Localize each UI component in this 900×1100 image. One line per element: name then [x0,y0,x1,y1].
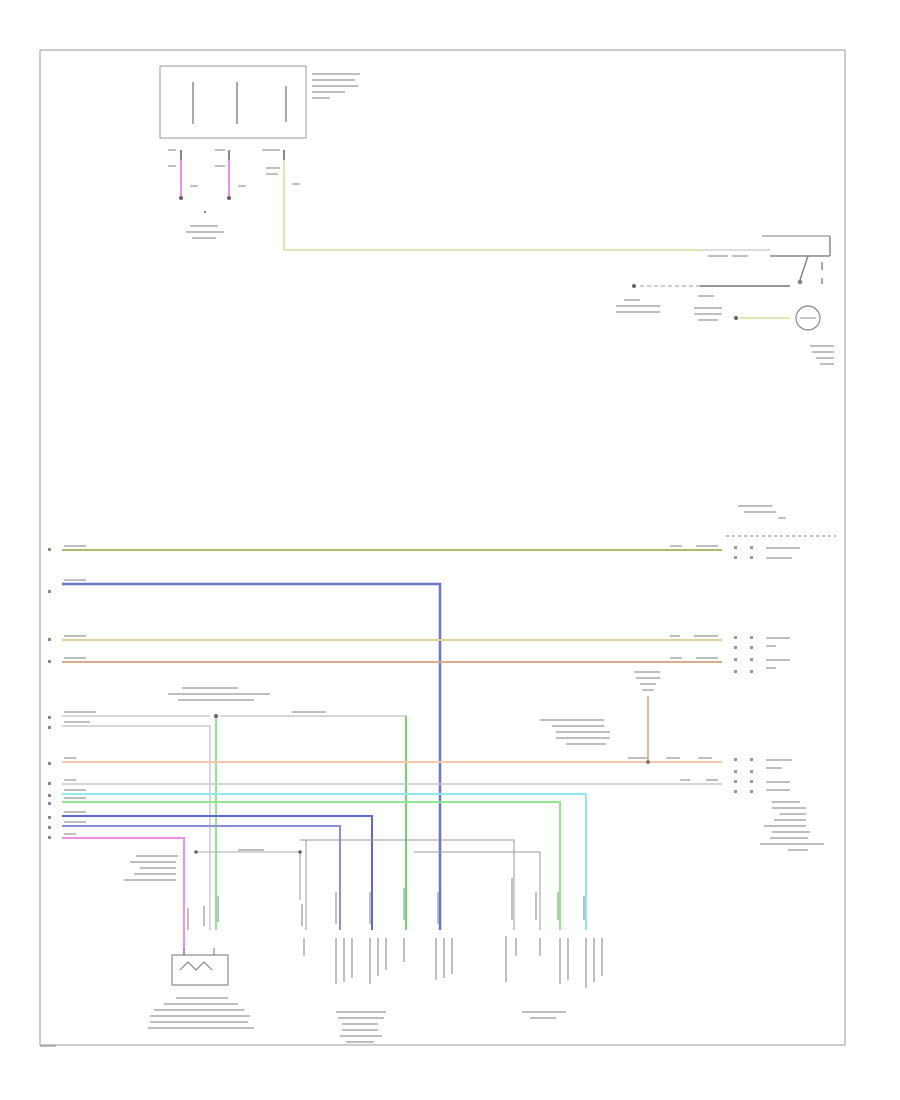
diagram-border [39,49,846,1046]
top-module-caption [312,73,360,99]
bottom-module-caption-center [336,1011,386,1043]
switch-symbol [770,236,831,285]
vertical-wire-labels [187,878,585,930]
splice-right-caption [540,671,660,745]
splice-left-node [214,714,218,718]
splice-left-caption [168,687,326,713]
bus-wire-green-branch [215,716,407,930]
left-pin-markers [48,548,51,839]
right-signal-captions [766,547,800,791]
lower-splice [194,839,541,930]
bus-wire-gray [62,715,406,930]
top-yellow-wire-labels [262,149,830,257]
bus-wire-blue [62,582,442,930]
top-module-box [159,65,307,139]
ground-caption [186,225,224,239]
right-connector-header [726,505,836,537]
bus-wire-pink [62,837,185,955]
right-connector-caption [616,295,722,321]
splice-right-wire [646,696,650,764]
sensor-symbol [734,305,821,331]
motor-caption [148,997,254,1029]
bus-wire-light-violet [62,825,341,930]
bus-wire-violet-blue [62,815,373,930]
bus-wire-cyan [62,793,587,930]
right-pin-columns [734,546,753,793]
sensor-caption [810,345,834,365]
right-connector-row [632,284,790,288]
lower-splice-caption [124,849,264,881]
right-module-caption [760,801,824,851]
top-module-pin-labels [192,82,287,124]
left-wire-labels [64,545,96,835]
ground-symbol [179,196,231,213]
top-yellow-wire [283,150,770,251]
bottom-pin-labels [303,936,603,988]
bus-wire-green [62,801,561,930]
top-pink-wires [180,150,230,196]
top-pink-wire-labels [168,149,246,187]
motor-symbol [171,948,229,986]
right-wire-labels [628,545,718,781]
bottom-module-caption-right [522,1011,566,1019]
